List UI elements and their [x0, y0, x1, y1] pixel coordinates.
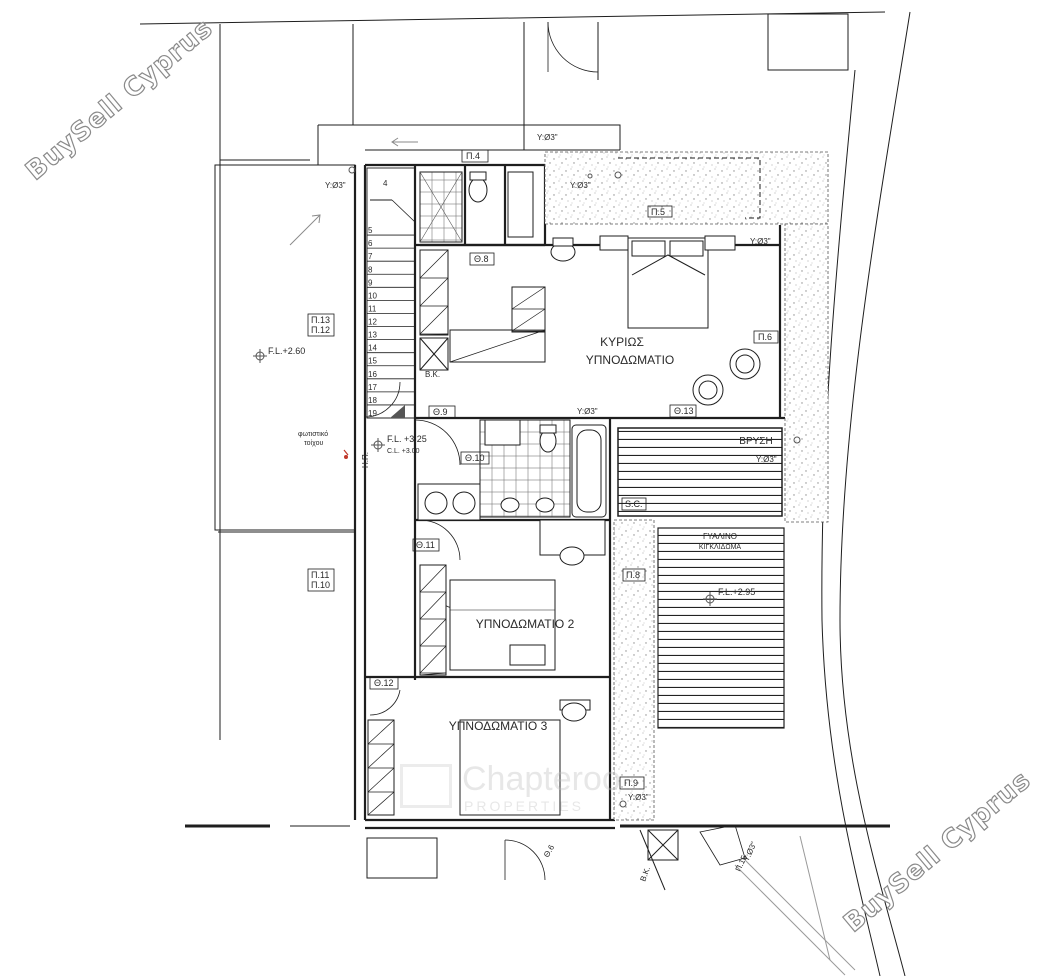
tag-boxes — [307, 149, 779, 790]
tag-bk-bottom: Β.Κ. — [638, 865, 652, 882]
tag-th10: Θ.10 — [465, 453, 485, 463]
wardrobe-hatch-line — [419, 277, 449, 307]
wardrobe-hatch-line — [419, 618, 447, 647]
stair-numbers: 5 6 7 8 9 10 11 12 13 14 15 16 17 18 19 4 — [368, 179, 388, 418]
hall-floor-level: F.L. +3.25 — [387, 434, 427, 444]
level-markers — [253, 166, 801, 808]
drain-label-7: Y:Ø3" — [628, 793, 649, 802]
terrace-level: F.L.+2.60 — [268, 346, 305, 356]
tag-th12: Θ.12 — [374, 678, 394, 688]
wardrobe-hatch-line — [511, 308, 546, 332]
wardrobe-hatch-line — [367, 767, 395, 793]
drain-label-5: Y:Ø3" — [577, 407, 598, 416]
stair-step-number: 17 — [368, 383, 377, 392]
level-labels: F.L.+2.60 F.L. +3.25 C.L. +3.00 F.L.+2.9… — [268, 346, 755, 597]
tag-texts: Π.4 Π.5 Π.6 Π.9 Π.13 Π.12 Π.11 Π.10 Θ.8 … — [311, 151, 772, 883]
tap-label: ΒΡΥΣΗ — [739, 436, 772, 447]
wardrobe-hatch-line — [419, 564, 447, 593]
armchairs — [692, 348, 761, 406]
stair-step-number: 18 — [368, 396, 377, 405]
logo-name: Chapteroo — [462, 760, 621, 798]
tag-th11: Θ.11 — [416, 540, 435, 550]
tag-p11: Π.11 — [311, 570, 329, 580]
stair-step-number: 5 — [368, 226, 373, 235]
wall-light-line1: φωτιστικό — [298, 430, 328, 438]
balcony-grating — [657, 527, 785, 729]
stair-step-number: 7 — [368, 252, 373, 261]
chapteroo-logo-watermark: Chapteroo PROPERTIES — [400, 760, 621, 820]
wardrobe-hatch-line — [367, 791, 395, 816]
beds — [449, 235, 736, 816]
logo-mark-icon — [400, 764, 452, 808]
stair-steps — [367, 234, 415, 419]
wardrobe-hatch-line — [511, 286, 546, 310]
tag-p9: Π.9 — [624, 778, 638, 788]
deck-area — [617, 427, 783, 517]
tag-p5: Π.5 — [651, 207, 665, 217]
stair-step-number: 15 — [368, 357, 377, 366]
stair-step-number: 11 — [368, 304, 377, 313]
tag-p10: Π.10 — [311, 580, 330, 590]
sanitary-fixtures — [417, 171, 607, 722]
drain-label-8: Y:Ø3" — [742, 840, 759, 863]
stair-step-number: 13 — [368, 331, 377, 340]
stair-step-number: 12 — [368, 318, 377, 327]
stair-step-number: 10 — [368, 291, 377, 300]
glass-label-2: ΚΙΓΚΛΙΔΩΜΑ — [699, 544, 741, 551]
drain-label-1: Y:Ø3" — [325, 181, 346, 190]
stair-arrow — [390, 405, 405, 418]
drain-label-2: Y:Ø3" — [537, 133, 558, 142]
wall-light-note: φωτιστικό τοίχου — [298, 430, 349, 459]
wardrobe-diagonals — [367, 249, 546, 816]
stair-step-number: 4 — [383, 179, 388, 188]
drain-label-4: Y:Ø3" — [750, 237, 771, 246]
stair-step-number: 14 — [368, 344, 377, 353]
tag-th6: Θ.6 — [542, 843, 557, 859]
bedroom-3-label: ΥΠΝΟΔΩΜΑΤΙΟ 3 — [449, 719, 548, 733]
terrace-right — [784, 223, 829, 523]
tag-p12: Π.12 — [311, 325, 330, 335]
stair-step-number: 6 — [368, 239, 373, 248]
shower-cross — [419, 171, 463, 243]
wall-light-line2: τοίχου — [304, 439, 323, 447]
tag-p6: Π.6 — [758, 332, 772, 342]
logo-subtitle: PROPERTIES — [464, 798, 584, 814]
tag-th8: Θ.8 — [474, 254, 489, 264]
drain-label-3: Y:Ø3" — [570, 181, 591, 190]
dashed-balcony-edge — [618, 157, 761, 219]
room-labels: ΚΥΡΙΩΣ ΥΠΝΟΔΩΜΑΤΙΟ ΥΠΝΟΔΩΜΑΤΙΟ 2 ΥΠΝΟΔΩΜ… — [449, 335, 773, 733]
stair-step-number: 16 — [368, 370, 377, 379]
tag-p4: Π.4 — [466, 151, 480, 161]
wardrobe-hatch-line — [419, 249, 449, 279]
master-bedroom-label-2: ΥΠΝΟΔΩΜΑΤΙΟ — [586, 353, 675, 367]
bedroom-2-label: ΥΠΝΟΔΩΜΑΤΙΟ 2 — [476, 617, 575, 631]
drain-label-6: Y:Ø3" — [756, 455, 777, 464]
tag-bk-top: Β.Κ. — [425, 370, 440, 379]
slope-arrows — [289, 137, 418, 246]
lower-entrance — [366, 824, 856, 976]
wardrobe-hatch-line — [449, 329, 546, 363]
glass-label-1: ΓΥΑΛΙΝΟ — [703, 532, 737, 541]
wardrobe-hatch-line — [419, 591, 447, 620]
stair-step-number: 8 — [368, 265, 373, 274]
wardrobe-hatch-line — [419, 645, 447, 674]
stair-step-number: 19 — [368, 409, 377, 418]
balcony-level: F.L.+2.95 — [718, 587, 755, 597]
terrace-upper — [544, 151, 829, 225]
tag-p8: Π.8 — [626, 570, 640, 580]
wardrobe-hatch-line — [367, 719, 395, 745]
wardrobe-hatch-line — [419, 305, 449, 335]
master-bedroom-label-1: ΚΥΡΙΩΣ — [600, 335, 644, 349]
stair-step-number: 9 — [368, 278, 373, 287]
tag-th9: Θ.9 — [433, 407, 448, 417]
tag-p13: Π.13 — [311, 315, 330, 325]
terrace-left-strip — [613, 519, 655, 821]
tag-sc: S.C. — [625, 499, 643, 509]
hall-ceiling-level: C.L. +3.00 — [387, 448, 420, 455]
tag-th13: Θ.13 — [674, 406, 694, 416]
wardrobe-hatch-line — [367, 743, 395, 769]
site-lines — [139, 11, 911, 976]
tag-hp: Η.Π. — [361, 452, 370, 468]
